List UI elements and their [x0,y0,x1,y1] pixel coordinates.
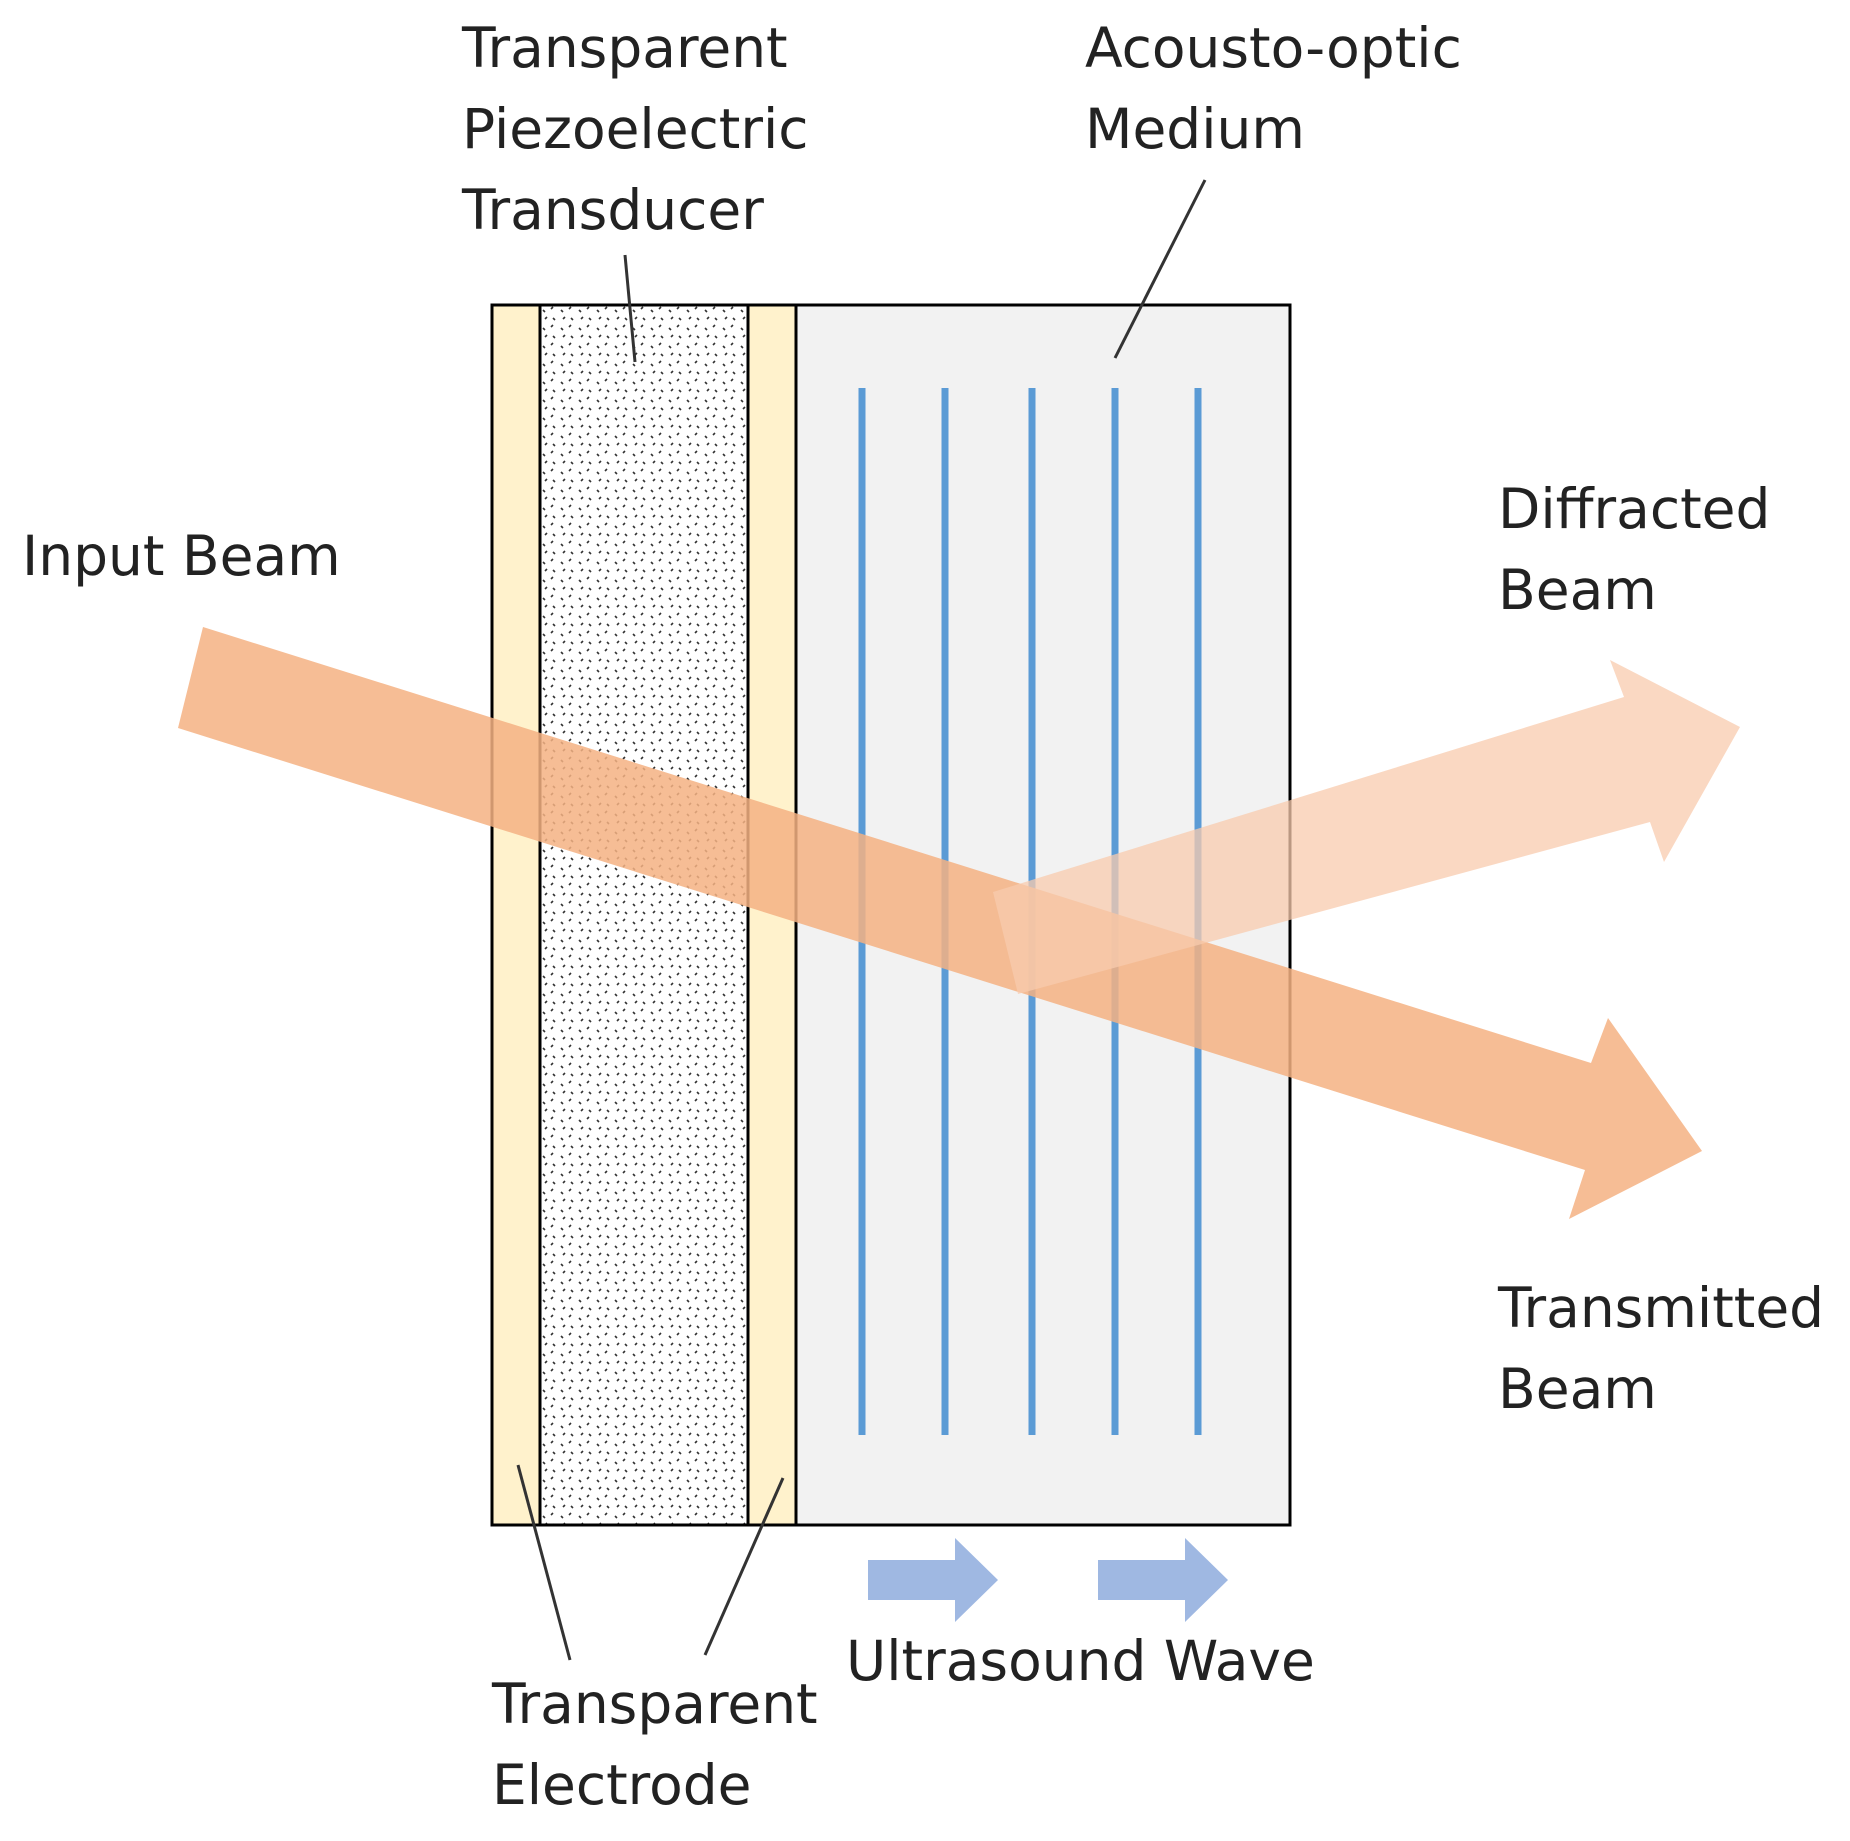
left-electrode-leader-line [516,1464,572,1661]
piezoelectric-transducer [538,303,750,1527]
electrode-label: Transparent Electrode [491,1672,835,1817]
ultrasound-wave-label: Ultrasound Wave [846,1629,1315,1693]
medium-leader-line [1113,179,1207,359]
medium-label-line: Medium [1085,97,1305,161]
leader-lines [516,179,1207,1661]
medium-label-line: Acousto-optic [1085,16,1462,80]
ultrasound-arrows [868,1538,1228,1622]
diffracted-beam-label-line: Diffracted [1498,477,1770,541]
transducer-leader-line [623,254,637,363]
transducer-label-line: Transparent [461,16,788,80]
diffracted-beam-label: Diffracted Beam [1498,477,1788,622]
input-beam-label: Input Beam [22,524,341,588]
transmitted-beam-label-line: Beam [1498,1357,1657,1421]
medium-label: Acousto-optic Medium [1085,16,1479,161]
diffracted-beam-arrow [993,660,1740,994]
transducer-label-line: Piezoelectric [462,97,809,161]
transmitted-beam-label: Transmitted Beam [1497,1276,1842,1421]
right-electrode-leader-line [703,1477,785,1656]
transmitted-beam-arrow [178,627,1702,1219]
ultrasound-arrow [1098,1538,1228,1622]
electrode-label-line: Transparent [491,1672,818,1736]
transducer-label-line: Transducer [461,178,764,242]
ultrasound-arrow [868,1538,998,1622]
left-electrode [490,303,542,1527]
electrode-label-line: Electrode [492,1753,751,1817]
transmitted-beam-label-line: Transmitted [1497,1276,1824,1340]
diffracted-beam-label-line: Beam [1498,558,1657,622]
transducer-label: Transparent Piezoelectric Transducer [461,16,826,242]
